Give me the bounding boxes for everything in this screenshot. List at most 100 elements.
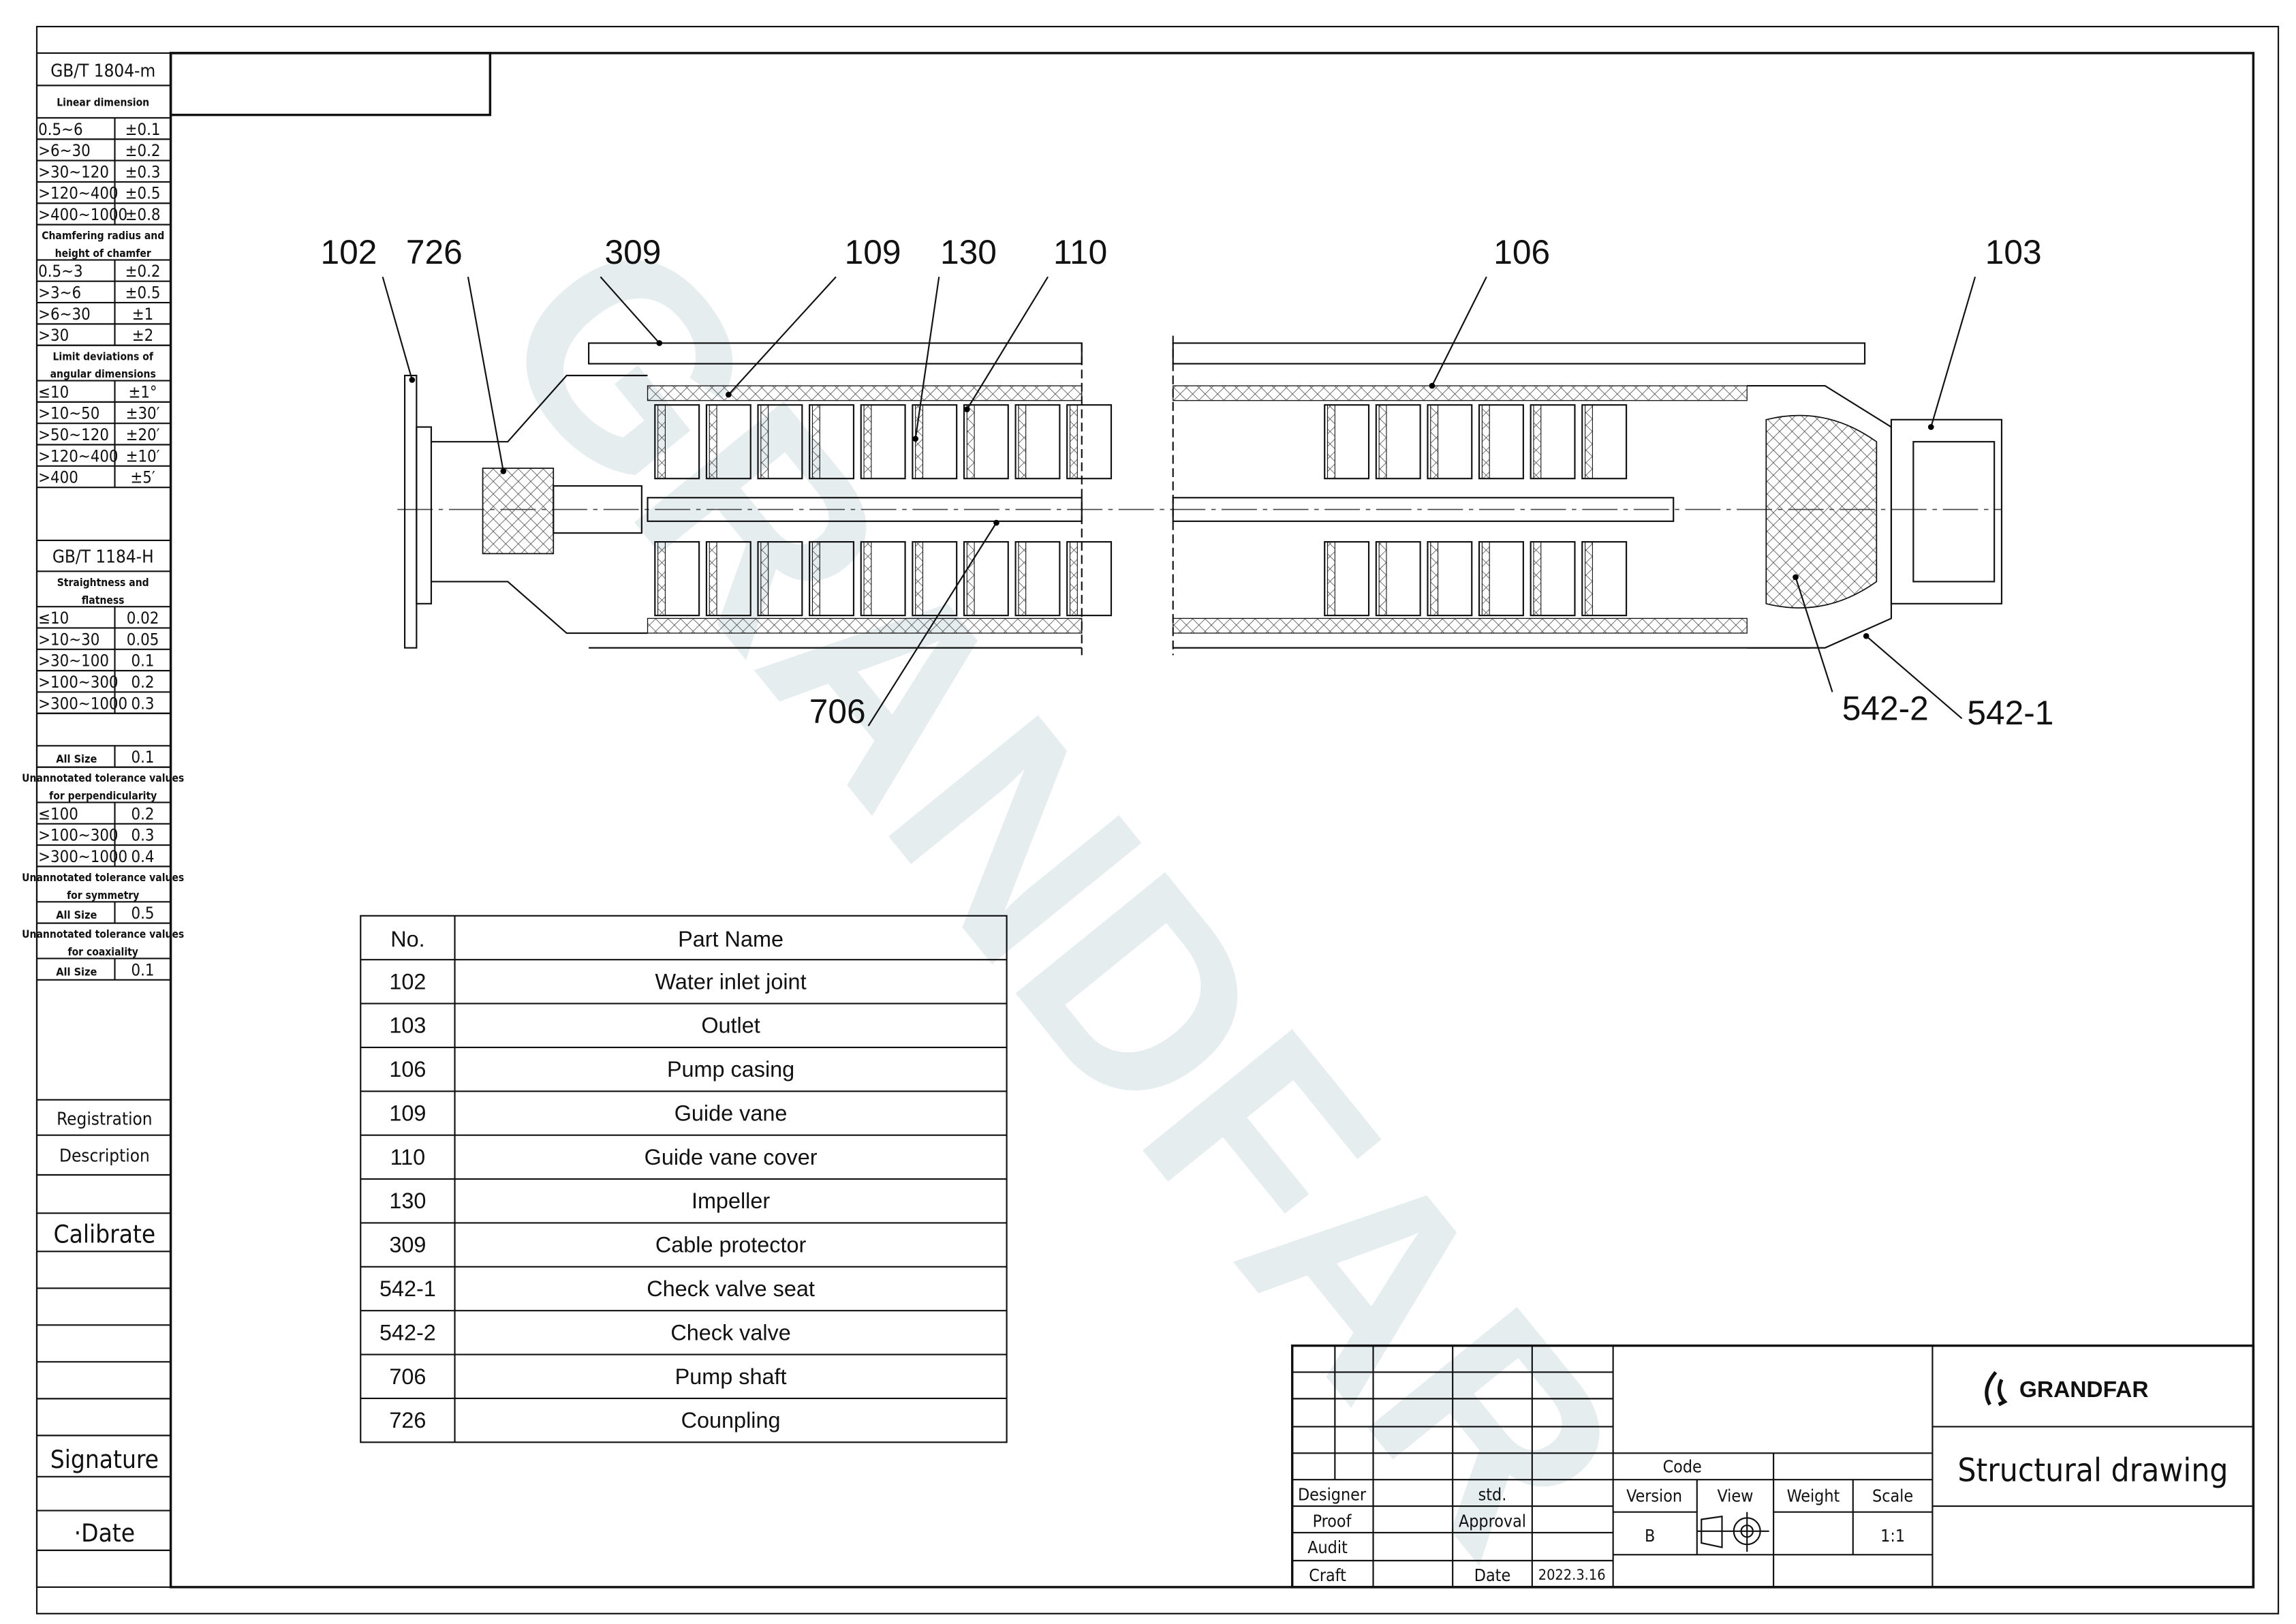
impeller-stage-upper	[1375, 404, 1421, 480]
description-label: Description	[59, 1146, 150, 1167]
guide-vane-section	[1327, 404, 1335, 479]
date-label: Date	[1474, 1565, 1510, 1585]
guide-vane-section	[1378, 541, 1387, 616]
standard-gbt-1804: GB/T 1804-m	[50, 61, 155, 81]
callout-103: 103	[1985, 233, 2042, 271]
tolerance-section-header: Unannotated tolerance values	[22, 928, 184, 940]
impeller-stage-lower	[1581, 541, 1628, 617]
tolerance-value: 0.3	[131, 826, 155, 845]
guide-vane-section	[1533, 404, 1542, 479]
tolerance-section-header: Unannotated tolerance values	[22, 772, 184, 784]
part-number: 109	[389, 1101, 426, 1126]
impeller-stage-lower	[912, 541, 958, 617]
guide-vane-section	[657, 404, 666, 479]
tolerance-range: >50~120	[38, 425, 109, 444]
guide-vane-section	[1585, 404, 1593, 479]
part-number: 103	[389, 1013, 426, 1038]
side-labels: Registration Description Calibrate Signa…	[37, 1099, 171, 1551]
callout-542-1: 542-1	[1967, 694, 2053, 732]
guide-vane-section	[1481, 541, 1490, 616]
guide-vane-section	[760, 404, 769, 479]
registration-label: Registration	[57, 1109, 152, 1130]
date-value: 2022.3.16	[1538, 1567, 1606, 1584]
part-number: 726	[389, 1408, 426, 1433]
guide-vane-section	[966, 541, 975, 616]
tolerance-section-header: Linear dimension	[57, 97, 149, 109]
guide-vane-section	[1481, 404, 1490, 479]
scale-value: 1:1	[1880, 1526, 1905, 1546]
impeller-stage-lower	[1324, 541, 1370, 617]
guide-vane-section	[863, 404, 872, 479]
part-number: 110	[390, 1145, 426, 1169]
tolerance-range: >300~1000	[38, 847, 127, 866]
flame-logo-icon	[1985, 1370, 2008, 1407]
impeller-stage-lower	[1014, 541, 1061, 617]
guide-vane-section	[966, 404, 975, 479]
impeller-stage-upper	[809, 404, 855, 480]
scale-label: Scale	[1872, 1486, 1913, 1506]
guide-vane-section	[1069, 541, 1078, 616]
part-number: 542-2	[379, 1320, 436, 1345]
tolerance-section-header: flatness	[82, 594, 125, 607]
tolerance-value: ±0.2	[125, 141, 161, 160]
tolerance-range: >10~50	[38, 404, 99, 423]
part-number: 102	[389, 969, 426, 994]
projection-view-icon	[1696, 1512, 1769, 1552]
tolerance-range: ≤100	[38, 804, 78, 823]
callout-309: 309	[604, 233, 661, 271]
date-side-label: ·Date	[74, 1518, 135, 1548]
tolerance-value: 0.02	[127, 609, 159, 628]
tolerance-range: >6~30	[38, 305, 91, 324]
impeller-stage-lower	[1530, 541, 1576, 617]
tolerance-value: 0.1	[131, 960, 155, 979]
impeller-stage-upper	[963, 404, 1009, 480]
calibrate-label: Calibrate	[54, 1219, 156, 1248]
tolerance-range: >30~120	[38, 162, 109, 181]
tolerance-value: 0.2	[131, 673, 155, 692]
table-row: 706 Pump shaft	[389, 1364, 786, 1389]
impeller-stage-upper	[1530, 404, 1576, 480]
impeller-stage-upper	[1324, 404, 1370, 480]
left-column	[35, 52, 172, 1588]
callout-542-2: 542-2	[1842, 689, 1929, 727]
impeller-stage-upper	[860, 404, 906, 480]
guide-vane-section	[811, 404, 820, 479]
impeller-stage-upper	[1478, 404, 1524, 480]
std-label: std.	[1478, 1484, 1507, 1504]
tolerance-range: >300~1000	[38, 694, 127, 713]
tolerance-value: ±0.8	[125, 205, 161, 224]
impeller-stage-upper	[912, 404, 958, 480]
impeller-stage-lower	[1066, 541, 1113, 617]
tolerance-value: ±0.1	[125, 120, 161, 139]
tolerance-value: 0.05	[127, 630, 159, 649]
impeller-stage-lower	[809, 541, 855, 617]
tolerance-value: 0.2	[131, 804, 155, 823]
title-block: Designer Proof Audit Craft std. Approval…	[1290, 1344, 2255, 1589]
standard-gbt-1184: GB/T 1184-H	[52, 547, 154, 567]
part-number: 309	[389, 1233, 426, 1257]
guide-vane-section	[1018, 404, 1027, 479]
guide-vane-section	[709, 404, 717, 479]
code-label: Code	[1663, 1456, 1702, 1476]
guide-vane-section	[709, 541, 717, 616]
top-left-box	[169, 52, 492, 117]
part-number: 706	[389, 1364, 426, 1389]
callout-130: 130	[940, 233, 997, 271]
tolerance-value: ±5′	[130, 468, 155, 487]
impeller-stage-lower	[1375, 541, 1421, 617]
impeller-stage-upper	[654, 404, 700, 480]
tolerance-value: ±0.5	[125, 184, 161, 203]
tolerance-section-header: angular dimensions	[50, 368, 156, 380]
part-name: Pump shaft	[675, 1364, 787, 1389]
guide-vane-section	[1430, 541, 1439, 616]
tolerance-range: All Size	[56, 965, 97, 978]
tolerance-range: All Size	[56, 752, 97, 765]
impeller-stage-lower	[1478, 541, 1524, 617]
callout-106: 106	[1493, 233, 1550, 271]
